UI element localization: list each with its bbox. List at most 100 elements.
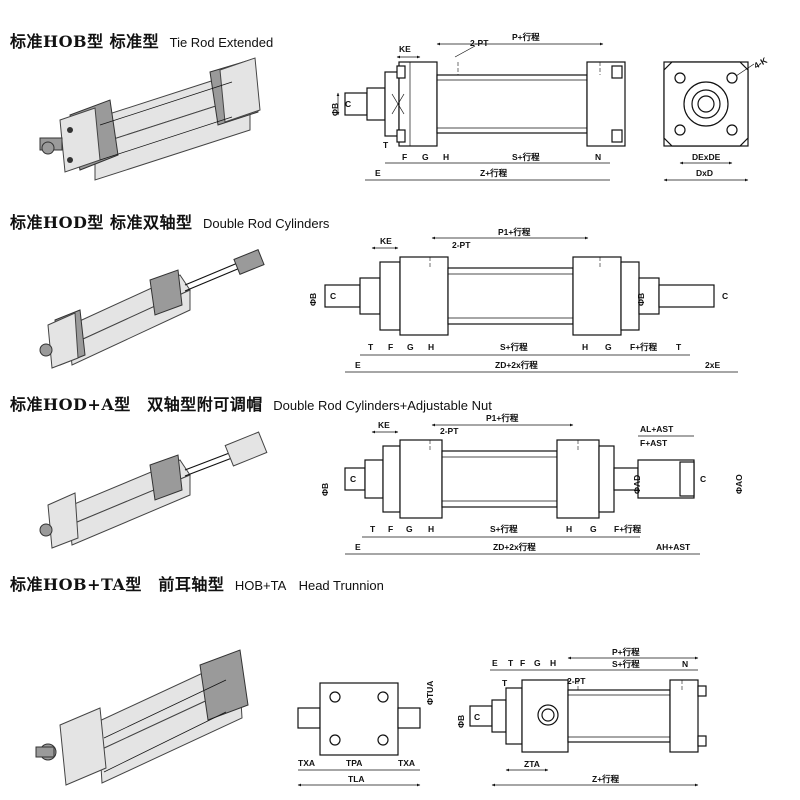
hoda-dimensions: KE 2-PT P1+行程 AL+AST F+AST ΦB C ΦAD C ΦA… — [320, 413, 744, 555]
dim-hod-f: F — [388, 342, 393, 352]
hobta-side-view — [469, 679, 707, 753]
hob-dimensions: KE 2-PT P+行程 ΦB C T F G H S+行程 N E Z+行程 — [330, 32, 610, 181]
heading-hob: 标准HOB型 标准型 Tie Rod Extended — [10, 28, 273, 52]
heading-hob-en: Tie Rod Extended — [169, 35, 274, 50]
dim-hod-2xe: 2xE — [705, 360, 720, 370]
hod-side-view — [324, 256, 715, 336]
dim-hoda-c-right: C — [700, 474, 706, 484]
dim-hoda-f-stroke: F+行程 — [614, 524, 642, 534]
dim-n: N — [595, 152, 601, 162]
dim-hod-t-right: T — [676, 342, 682, 352]
dim-hobta-e: E — [492, 658, 498, 668]
dim-hobta-t: T — [502, 678, 508, 688]
dim-hobta-c: C — [474, 712, 480, 722]
dim-hoda-f: F — [388, 524, 393, 534]
dim-hod-g-right: G — [605, 342, 612, 352]
hobta-dimensions: E T F G H S+行程 N P+行程 T 2-PT ΦB C ZTA Z+… — [456, 647, 699, 787]
dim-hobta-2-pt: 2-PT — [567, 676, 586, 686]
dim-hoda-g-left: G — [406, 524, 413, 534]
dim-h: H — [443, 152, 449, 162]
dim-hod-zd: ZD+2x行程 — [495, 360, 538, 370]
dim-hobta-g: G — [534, 658, 541, 668]
dim-hobta-tla: TLA — [348, 774, 365, 784]
heading-hod-en: Double Rod Cylinders — [202, 216, 330, 231]
heading-hobta-cn: 标准HOB+TA型 前耳轴型 — [10, 575, 225, 594]
hobta-cylinder-picture — [35, 649, 249, 786]
dim-dxd: DxD — [696, 168, 713, 178]
hob-side-view — [344, 61, 626, 147]
dim-hobta-txa-left: TXA — [298, 758, 315, 768]
dim-hobta-z: Z+行程 — [592, 774, 620, 784]
dim-g: G — [422, 152, 429, 162]
dim-hoda-phi-ao: ΦAO — [734, 474, 744, 494]
heading-hob-cn: 标准HOB型 标准型 — [10, 32, 160, 51]
dim-t: T — [383, 140, 389, 150]
dim-hoda-h-left: H — [428, 524, 434, 534]
dim-z: Z+行程 — [480, 168, 508, 178]
dim-hod-c-left: C — [330, 291, 336, 301]
dim-hod-h-left: H — [428, 342, 434, 352]
hob-cylinder-picture — [39, 57, 261, 181]
dim-4-k: 4-K — [752, 55, 770, 71]
dim-hobta-txa-right: TXA — [398, 758, 415, 768]
dim-hod-f-stroke: F+行程 — [630, 342, 658, 352]
dim-hobta-phi-tua: ΦTUA — [425, 681, 435, 705]
heading-hoda-en: Double Rod Cylinders+Adjustable Nut — [273, 398, 492, 413]
dim-e: E — [375, 168, 381, 178]
dim-hoda-p1: P1+行程 — [486, 413, 519, 423]
dim-hod-g-left: G — [407, 342, 414, 352]
hob-end-view: 4-K DExDE DxD — [663, 55, 770, 182]
dim-hobta-t-top: T — [508, 658, 514, 668]
dim-hoda-c-left: C — [350, 474, 356, 484]
dim-ke: KE — [399, 44, 411, 54]
dim-hod-s: S+行程 — [500, 342, 528, 352]
dim-p: P+行程 — [512, 32, 540, 42]
dim-hobta-s: S+行程 — [612, 659, 640, 669]
dim-hod-h-right: H — [582, 342, 588, 352]
dim-hobta-zta: ZTA — [524, 759, 540, 769]
dim-hoda-phi-ad: ΦAD — [632, 475, 642, 494]
hobta-front-view: ΦTUA TXA TPA TXA TLA — [297, 681, 435, 787]
heading-hoda-cn: 标准HOD+A型 双轴型附可调帽 — [10, 395, 263, 414]
dim-2-pt: 2-PT — [470, 38, 489, 48]
dim-hoda-ah-ast: AH+AST — [656, 542, 691, 552]
dim-hod-c-right: C — [722, 291, 728, 301]
dim-phi-b: ΦB — [330, 103, 340, 116]
dim-hobta-p: P+行程 — [612, 647, 640, 657]
heading-hod: 标准HOD型 标准双轴型 Double Rod Cylinders — [10, 209, 329, 233]
hoda-side-view — [344, 439, 695, 519]
dim-dexde: DExDE — [692, 152, 721, 162]
dim-hobta-h: H — [550, 658, 556, 668]
dim-hod-e: E — [355, 360, 361, 370]
dim-hod-p1: P1+行程 — [498, 227, 531, 237]
hoda-cylinder-picture — [39, 431, 268, 549]
heading-hobta-en: HOB+TA Head Trunnion — [234, 578, 384, 593]
dim-hobta-tpa: TPA — [346, 758, 362, 768]
dim-hoda-f-ast: F+AST — [640, 438, 668, 448]
dim-c: C — [345, 99, 351, 109]
dim-hod-phi-b-right: ΦB — [636, 293, 646, 306]
dim-f: F — [402, 152, 407, 162]
dim-hoda-t: T — [370, 524, 376, 534]
dim-hobta-phi-b: ΦB — [456, 715, 466, 728]
dim-hobta-n: N — [682, 659, 688, 669]
hod-cylinder-picture — [39, 249, 265, 369]
dim-hoda-ke: KE — [378, 420, 390, 430]
dim-hoda-h-right: H — [566, 524, 572, 534]
dim-hoda-e: E — [355, 542, 361, 552]
dim-hobta-f: F — [520, 658, 525, 668]
heading-hobta: 标准HOB+TA型 前耳轴型 HOB+TA Head Trunnion — [10, 571, 384, 595]
dim-hoda-phi-b: ΦB — [320, 483, 330, 496]
dim-hoda-2-pt: 2-PT — [440, 426, 459, 436]
hod-dimensions: KE 2-PT P1+行程 ΦB C ΦB C T F G H S+行程 H G… — [308, 227, 738, 373]
dim-hod-phi-b-left: ΦB — [308, 293, 318, 306]
heading-hod-cn: 标准HOD型 标准双轴型 — [10, 213, 193, 232]
dim-hoda-al-ast: AL+AST — [640, 424, 674, 434]
dim-hod-t-left: T — [368, 342, 374, 352]
dim-hod-ke: KE — [380, 236, 392, 246]
dim-hoda-zd: ZD+2x行程 — [493, 542, 536, 552]
dim-hoda-g-right: G — [590, 524, 597, 534]
dim-hod-2-pt: 2-PT — [452, 240, 471, 250]
heading-hoda: 标准HOD+A型 双轴型附可调帽 Double Rod Cylinders+Ad… — [10, 391, 492, 415]
